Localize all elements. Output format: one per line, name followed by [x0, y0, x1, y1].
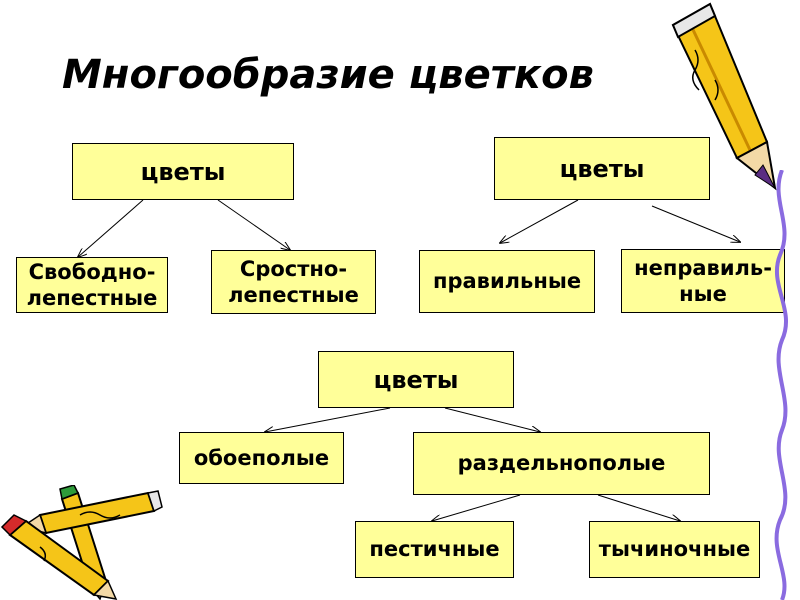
tree3-right-box: раздельнополые: [413, 432, 710, 495]
tree2-left-label: правильные: [432, 269, 582, 294]
arrow-tree2-left: [500, 199, 579, 243]
tree3-left-box: обоеполые: [179, 432, 344, 484]
tree1-root-box: цветы: [72, 143, 294, 200]
tree3-right-label: раздельнополые: [457, 451, 666, 476]
tree1-left-label: Свободно- лепестные: [26, 259, 158, 310]
arrow-tree3-sub-right: [597, 494, 680, 521]
page-title: Многообразие цветков: [62, 52, 594, 98]
pencils-icon: [0, 485, 163, 600]
arrow-tree1-left: [78, 199, 144, 257]
tree3-root-label: цветы: [373, 365, 459, 394]
arrow-tree2-right: [651, 205, 740, 242]
tree2-left-box: правильные: [419, 250, 595, 313]
tree2-right-label: неправиль- ные: [634, 255, 772, 306]
arrow-tree1-right: [217, 199, 290, 250]
arrow-tree3-sub-left: [432, 494, 521, 521]
tree3-left-label: обоеполые: [193, 445, 330, 470]
tree1-left-box: Свободно- лепестные: [16, 257, 168, 313]
tree1-right-box: Сростно- лепестные: [211, 250, 376, 314]
squiggle-decoration: [774, 170, 788, 600]
tree2-root-box: цветы: [494, 137, 710, 200]
tree2-root-label: цветы: [559, 154, 645, 183]
tree3-sub-left-label: пестичные: [369, 537, 500, 562]
arrow-tree3-left: [265, 407, 391, 432]
arrow-tree3-right: [444, 407, 540, 432]
tree1-root-label: цветы: [140, 157, 226, 186]
tree3-sub-left-box: пестичные: [355, 521, 514, 578]
tree3-sub-right-label: тычиночные: [598, 537, 751, 562]
tree1-right-label: Сростно- лепестные: [228, 256, 359, 307]
tree2-right-box: неправиль- ные: [621, 249, 785, 313]
tree3-root-box: цветы: [318, 351, 514, 408]
pencil-icon: [671, 2, 777, 191]
tree3-sub-right-box: тычиночные: [589, 521, 760, 578]
